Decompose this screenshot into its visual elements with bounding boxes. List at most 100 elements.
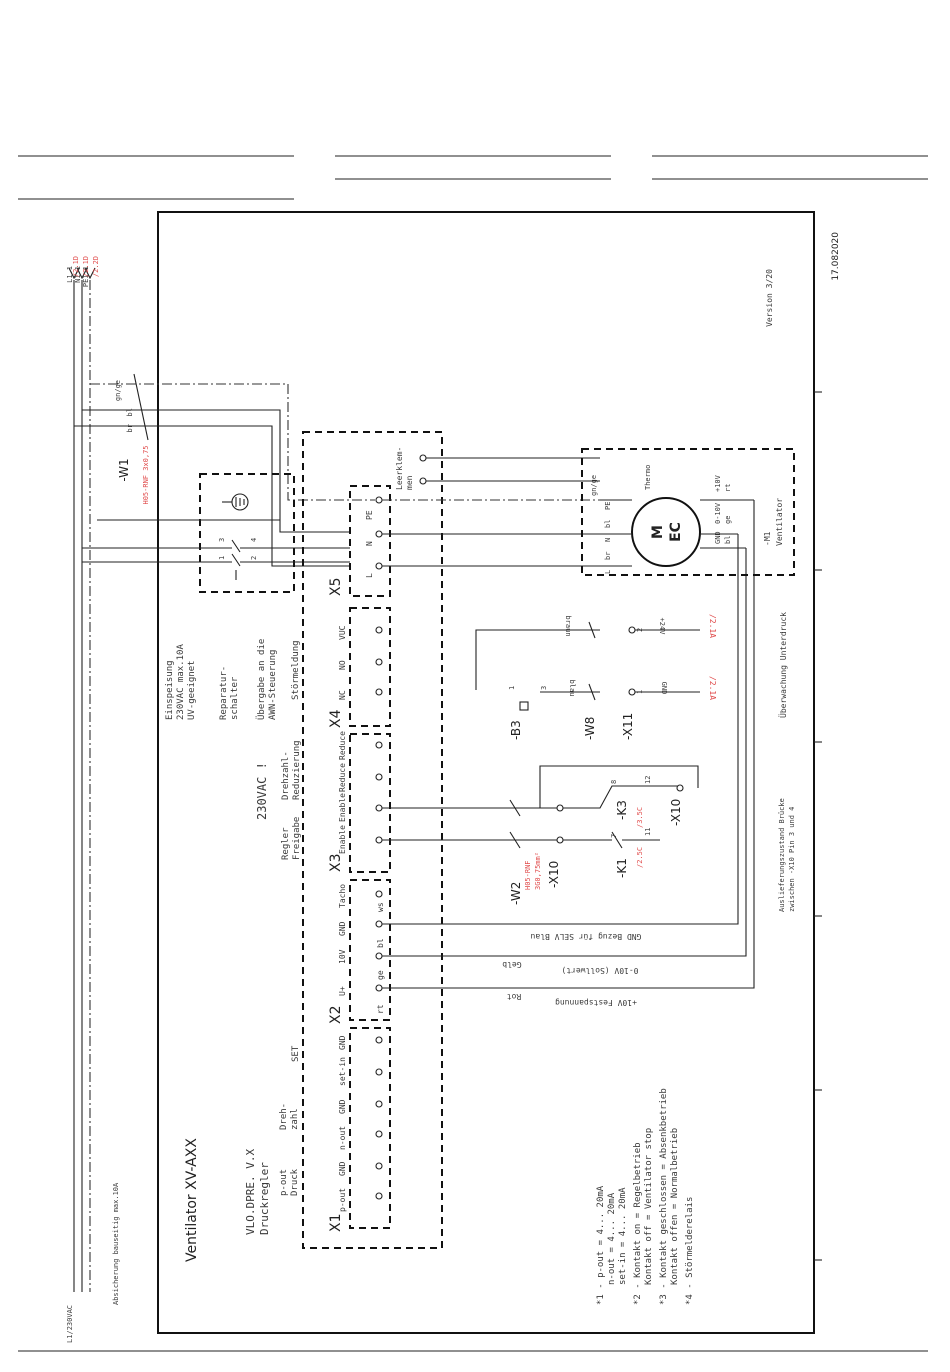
supply-ref-l1: /2.1D xyxy=(72,256,80,277)
title-block xyxy=(18,155,928,1352)
x1-term-gnd-3: GND xyxy=(338,1161,347,1176)
relay-w2-type-2: 3G0,75mm² xyxy=(534,852,542,890)
ground-symbol xyxy=(222,493,249,511)
x5-id: X5 xyxy=(328,578,344,597)
x1-term-setin: set-in xyxy=(338,1057,347,1086)
supply-ref-n1: /2.1D xyxy=(82,256,90,277)
supply-line-pe1: PE1.1 xyxy=(82,266,90,287)
note-reparatur-1: Reparatur- xyxy=(219,666,229,720)
relay-x10-b: -X10 xyxy=(669,799,683,826)
note-drehzahl2-2: zahl xyxy=(290,1108,300,1130)
sensor-b3: -B3 xyxy=(509,720,523,740)
motor-term-n: N xyxy=(604,538,612,542)
motor-term-10v: +10V xyxy=(714,474,722,492)
motor-symbol xyxy=(631,497,701,567)
note-controller-1: VLO.DPRE. V.X xyxy=(244,1149,257,1235)
x4-term-nc: NC xyxy=(338,690,347,700)
frame-ticks xyxy=(814,391,822,1261)
x2-terminals xyxy=(375,500,755,992)
sensor-braun: braun xyxy=(564,615,572,636)
sensor-wiring xyxy=(475,621,700,711)
supply-line-l1: L1.1 xyxy=(66,266,74,283)
footnotes: *1 - p-out = 4... 20mA n-out = 4... 20mA… xyxy=(596,1088,695,1305)
x5-terminals xyxy=(375,496,600,570)
supply-lines xyxy=(68,267,96,1292)
relay-caption-1: Auslieferungszustand Brücke xyxy=(778,798,786,912)
footnote-4: *2 - Kontakt on = Regelbetrieb xyxy=(633,1142,643,1305)
motor-box xyxy=(581,448,795,576)
x1-term-gnd-1: GND xyxy=(338,1035,347,1050)
motor-term-gnd: GND xyxy=(714,531,722,544)
w1-cable xyxy=(74,373,375,567)
x5-block xyxy=(349,485,391,597)
drawing-date: 17.082020 xyxy=(831,232,841,281)
footnote-2: n-out = 4... 20mA xyxy=(607,1192,617,1285)
motor-id: -M1 xyxy=(763,531,772,546)
note-drehzahl-2: Reduzierung xyxy=(292,740,302,800)
motor-m: M xyxy=(650,525,666,539)
note-pout-1: p-out xyxy=(279,1169,289,1196)
note-uebergabe-2: AWN-Steuerung xyxy=(268,650,278,720)
note-set: SET xyxy=(291,1045,301,1062)
w1-id: -W1 xyxy=(117,458,131,481)
note-drehzahl-1: Drehzahl- xyxy=(281,751,291,800)
footnote-6: *3 - Kontakt geschlossen = Absenkbetrieb xyxy=(659,1088,669,1305)
motor-term-br: br xyxy=(604,552,612,560)
x3-block xyxy=(349,733,391,873)
w1-type: H05-RNF 3x0,75 xyxy=(142,445,150,504)
relay-k3-ref: /3.5C xyxy=(636,807,644,828)
note-230vac: 230VAC ! xyxy=(255,762,269,820)
motor-ec: EC xyxy=(668,522,684,542)
relay-k1-ref: /2.5C xyxy=(636,847,644,868)
note-einspeisung-2: 230VAC max.10A xyxy=(176,644,186,720)
footnote-1: *1 - p-out = 4... 20mA xyxy=(596,1185,606,1305)
x1-term-nout: n-out xyxy=(338,1126,347,1150)
x2-term-10v: 10V xyxy=(338,949,347,964)
supply-ref-pe1: /2.2D xyxy=(92,256,100,277)
motor-term-bl: bl xyxy=(604,520,612,528)
repair-switch-box xyxy=(199,473,295,593)
sensor-pin-3: 3 xyxy=(540,686,548,690)
motor-wiring xyxy=(600,499,754,567)
x1-block xyxy=(349,1027,391,1229)
relay-pin-12: 12 xyxy=(644,776,652,784)
motor-name: Ventilator xyxy=(775,498,784,546)
supply-line-n1: N1.1 xyxy=(74,266,82,283)
x4-id: X4 xyxy=(328,709,344,728)
signal-10v-label: +10V Festspannung xyxy=(555,998,637,1007)
motor-term-l: L xyxy=(604,570,612,574)
motor-term-pe: PE xyxy=(604,502,612,510)
sensor-pin-2: 2 xyxy=(636,628,644,632)
repair-switch xyxy=(82,519,350,580)
relay-x10-a: -X10 xyxy=(547,861,561,888)
x3-term-enable-1: Enable xyxy=(338,793,347,822)
x4-terminals xyxy=(375,626,383,696)
x2-term-gnd: GND xyxy=(338,921,347,936)
relay-pin-8: 8 xyxy=(610,780,618,784)
x3-id: X3 xyxy=(328,854,344,873)
x3-terminals xyxy=(375,741,560,844)
switch-term-3: 3 xyxy=(218,538,226,542)
sensor-x11: -X11 xyxy=(621,713,635,740)
relay-caption-2: zwischen -X10 Pin 3 und 4 xyxy=(788,807,796,912)
x4-term-no: NO xyxy=(338,660,347,670)
relay-wiring xyxy=(509,765,699,849)
sensor-ref-1: /2.1A xyxy=(708,614,717,638)
motor-wire-gnge: gn/ge xyxy=(590,475,598,496)
motor-term-bl2: bl xyxy=(724,536,732,544)
w1-wire-bl: bl xyxy=(126,408,134,416)
relay-w2-type-1: H05-RNF xyxy=(524,860,532,890)
x4-block xyxy=(349,607,391,727)
footnote-8: *4 - Störmelderelais xyxy=(685,1197,695,1305)
note-regler-2: Freigabe xyxy=(292,817,302,860)
x2-wire-rt: rt xyxy=(376,1004,385,1014)
sensor-w8: -W8 xyxy=(583,717,597,740)
motor-term-010v: 0-10V xyxy=(714,502,722,524)
switch-term-4: 4 xyxy=(250,538,258,542)
x1-term-pout: p-out xyxy=(338,1188,347,1212)
footnote-5: Kontakt off = Ventilator stop xyxy=(644,1128,654,1285)
sensor-pin-1: 1 xyxy=(508,686,516,690)
switch-term-1: 1 xyxy=(218,556,226,560)
signal-rot-label: Rot xyxy=(507,992,522,1001)
